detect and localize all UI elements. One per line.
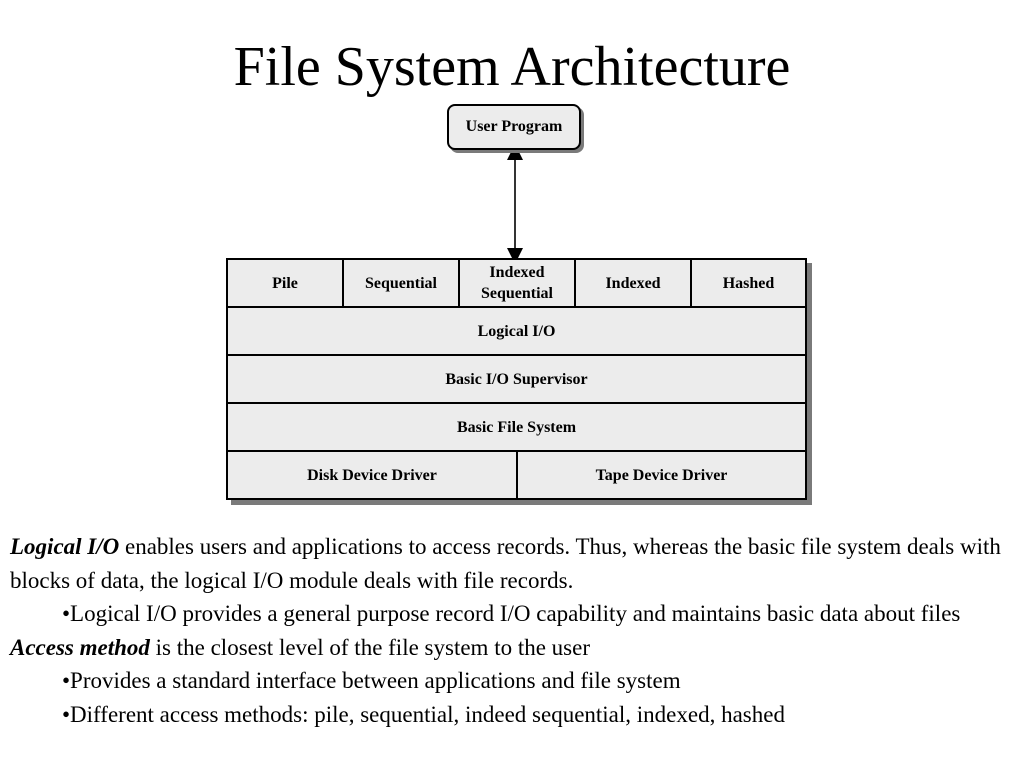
term-access-method: Access method [10,634,150,660]
access-method-indexed: Indexed [574,258,692,308]
layer-label: Logical I/O [477,322,556,340]
paragraph-text: is the closest level of the file system … [149,634,590,660]
page-title: File System Architecture [233,36,791,98]
user-program-label: User Program [465,118,563,135]
access-method-sequential: Sequential [342,258,460,308]
access-method-label: Indexed Sequential [480,264,553,302]
bullet-item: •Logical I/O provides a general purpose … [62,601,961,626]
paragraph-access-method: Access method is the closest level of th… [10,631,1014,665]
driver-label: Tape Device Driver [595,466,728,484]
layer-basic-io-supervisor: Basic I/O Supervisor [226,354,807,404]
paragraph-text: enables users and applications to access… [10,534,1001,593]
access-method-indexed-sequential: Indexed Sequential [458,258,576,308]
tape-device-driver: Tape Device Driver [516,450,807,500]
body-text: Logical I/O enables users and applicatio… [10,530,1014,731]
access-method-label: Pile [272,274,298,292]
bullet-item: •Different access methods: pile, sequent… [62,701,785,727]
access-method-pile: Pile [226,258,344,308]
layer-basic-file-system: Basic File System [226,402,807,452]
layer-stack: Pile Sequential Indexed Sequential Index… [226,258,807,500]
layer-label: Basic File System [456,418,577,436]
layer-logical-io: Logical I/O [226,306,807,356]
disk-device-driver: Disk Device Driver [226,450,518,500]
term-logical-io: Logical I/O [10,534,120,559]
access-method-label: Hashed [722,274,775,292]
access-method-label: Sequential [364,274,437,292]
file-system-diagram: User Program Pile Sequential Indexed Seq… [226,104,807,500]
user-program-box: User Program [447,104,581,150]
access-method-label: Indexed [605,274,661,292]
bullet-item: •Provides a standard interface between a… [62,668,681,693]
driver-label: Disk Device Driver [307,466,437,484]
access-method-hashed: Hashed [690,258,807,308]
layer-label: Basic I/O Supervisor [445,370,588,388]
paragraph-logical-io: Logical I/O enables users and applicatio… [10,530,1014,597]
